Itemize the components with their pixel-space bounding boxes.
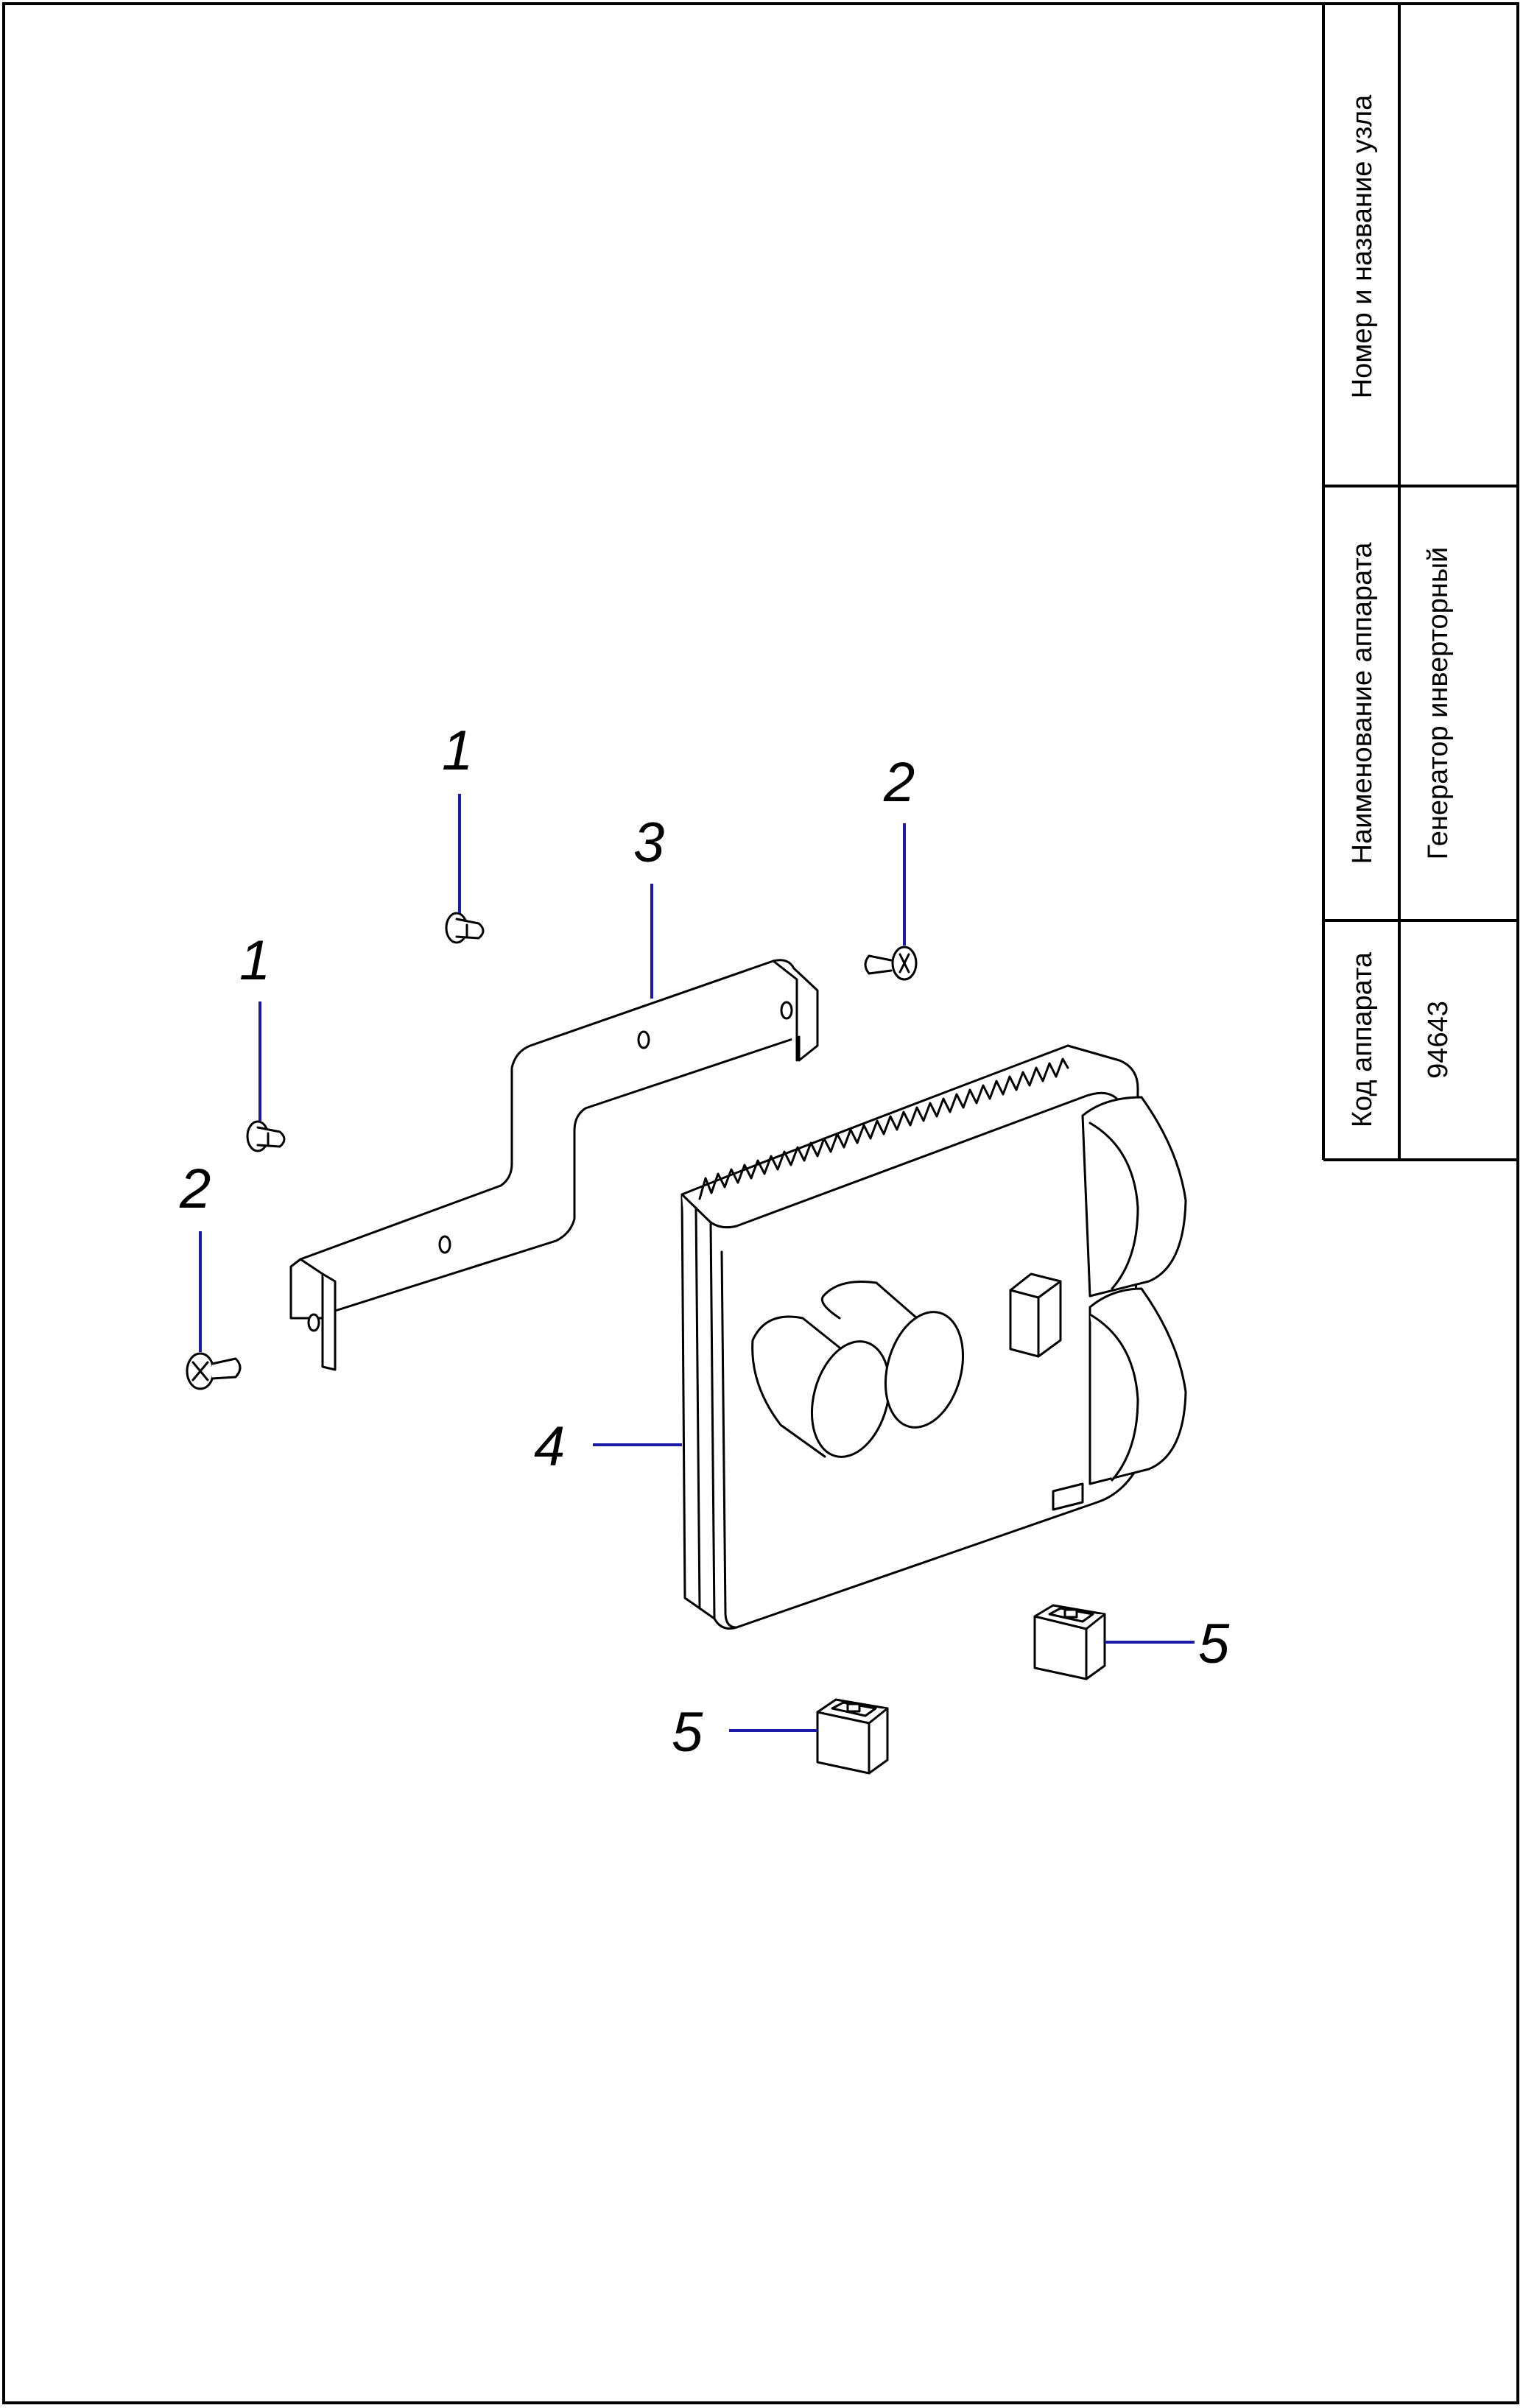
- header-device-name: Наименование аппарата: [1347, 542, 1378, 865]
- callout-bracket: 3: [633, 812, 664, 874]
- bracket-part: [289, 959, 819, 1371]
- callout-connector-a: 5: [1198, 1613, 1230, 1675]
- callout-connector-b: 5: [672, 1701, 703, 1764]
- title-block: [1322, 2, 1519, 1161]
- callout-screw-2b: 2: [179, 1158, 211, 1220]
- header-device-code: Код аппарата: [1347, 951, 1378, 1127]
- callout-screw-2a: 2: [883, 751, 915, 814]
- callout-screw-1b: 1: [239, 929, 270, 992]
- screw-1a-part: [445, 912, 485, 944]
- screw-1b-part: [246, 1120, 286, 1152]
- inverter-module-part: [680, 1044, 1187, 1630]
- value-device-name: Генератор инверторный: [1423, 547, 1454, 860]
- connector-a-part: [1033, 1604, 1106, 1680]
- screw-2a-part: [864, 946, 918, 981]
- callout-screw-1a: 1: [442, 719, 473, 782]
- screw-2b-part: [186, 1352, 242, 1390]
- connector-b-part: [816, 1698, 889, 1775]
- header-node-name: Номер и название узла: [1347, 94, 1378, 398]
- leader-lines: [199, 794, 1195, 1732]
- value-device-code: 94643: [1423, 1001, 1454, 1079]
- callout-inverter: 4: [534, 1415, 565, 1478]
